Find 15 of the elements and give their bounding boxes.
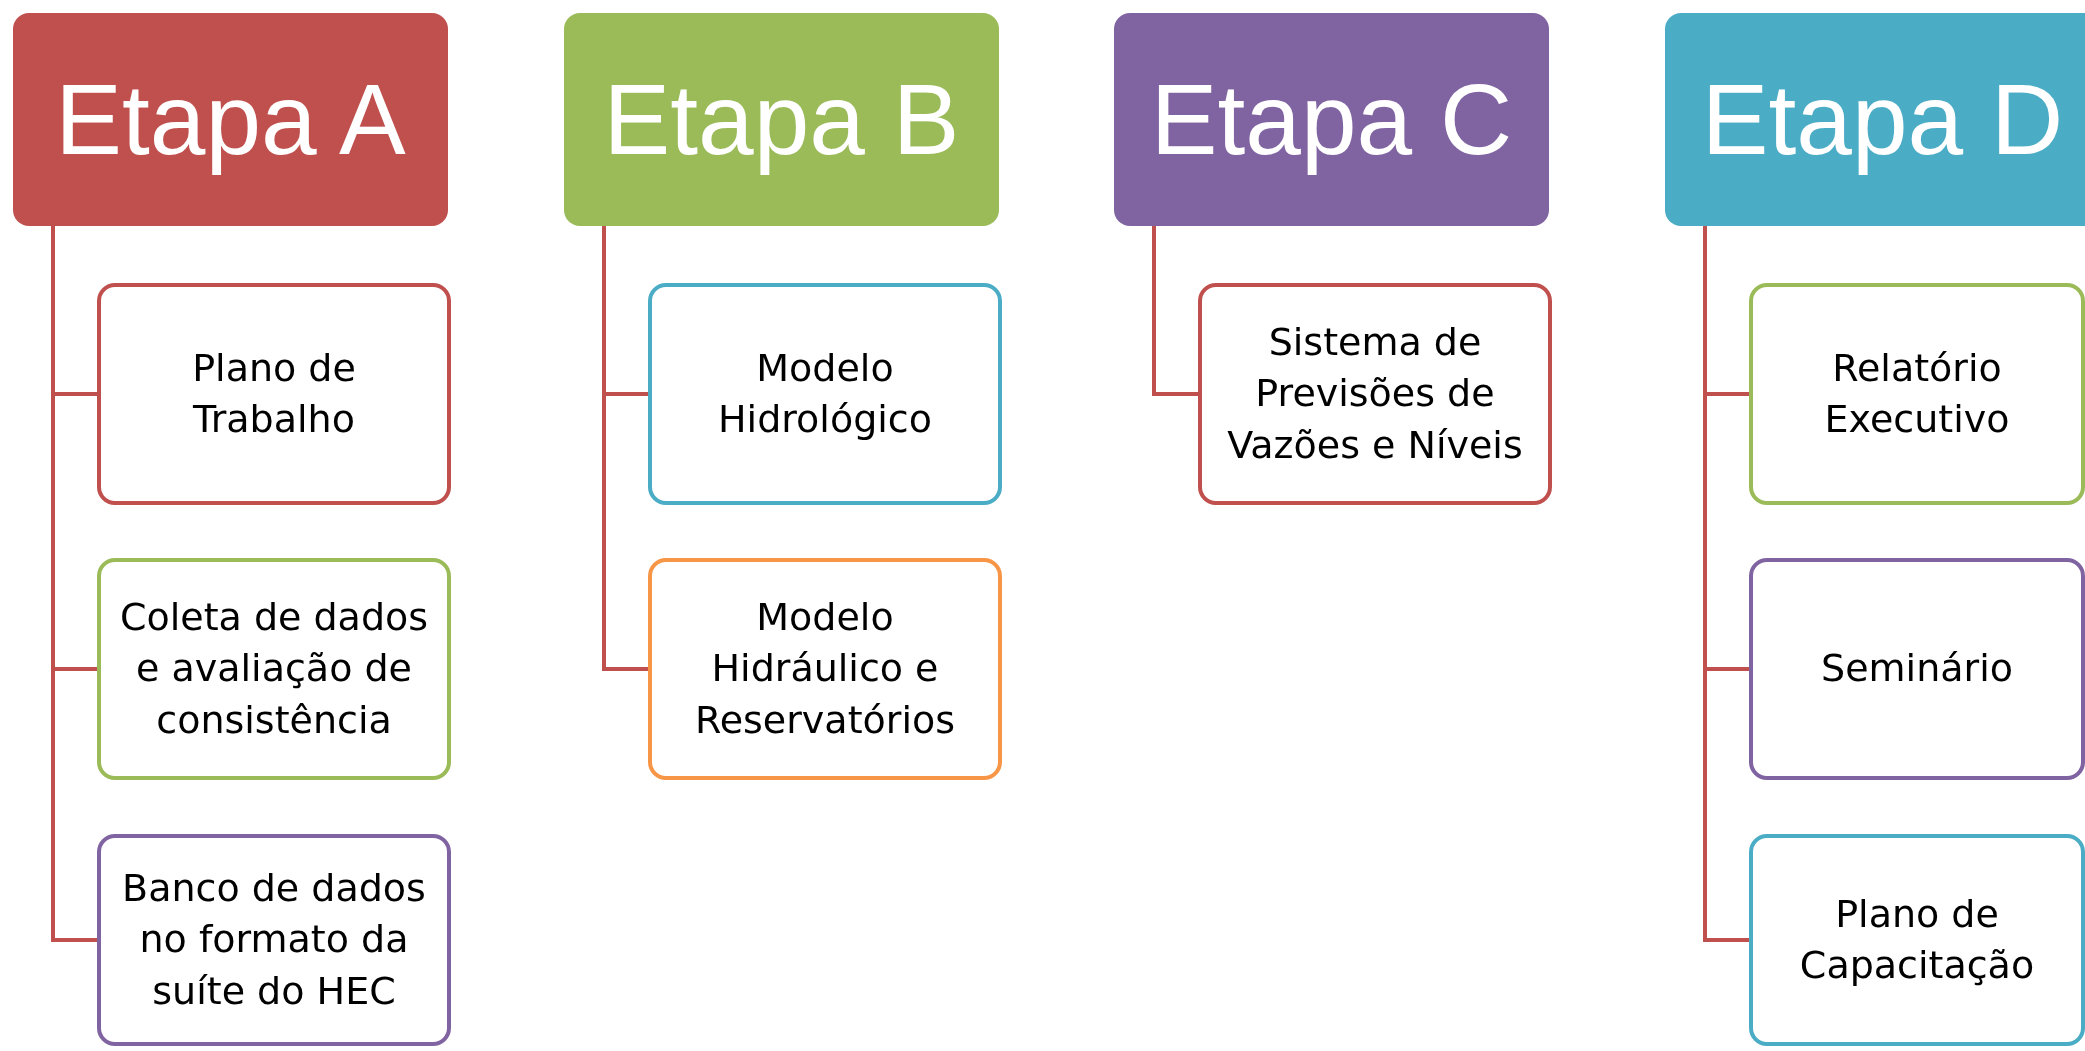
stage-header: Etapa B [564,13,999,226]
stage-header: Etapa D [1665,13,2085,226]
task-box: Sistema de Previsões de Vazões e Níveis [1198,283,1552,505]
connector-line [602,226,648,671]
stage-header: Etapa C [1114,13,1549,226]
stage-header: Etapa A [13,13,448,226]
task-box: Relatório Executivo [1749,283,2085,505]
task-box: Plano de Trabalho [97,283,451,505]
task-box: Seminário [1749,558,2085,780]
task-box: Modelo Hidráulico e Reservatórios [648,558,1002,780]
task-box: Banco de dados no formato da suíte do HEC [97,834,451,1046]
task-box: Coleta de dados e avaliação de consistência [97,558,451,780]
task-box: Plano de Capacitação [1749,834,2085,1046]
task-box: Modelo Hidrológico [648,283,1002,505]
connector-line [1152,226,1198,396]
